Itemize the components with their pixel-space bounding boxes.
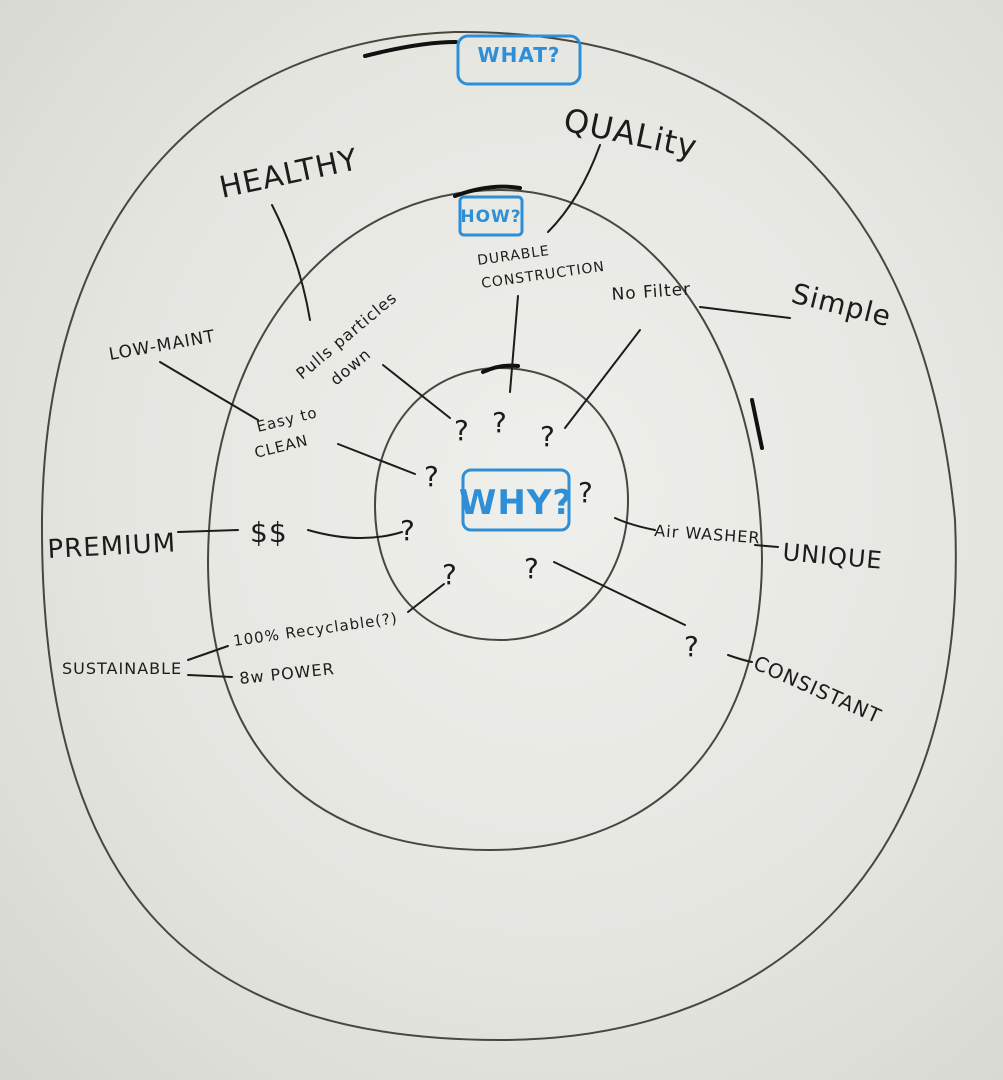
connector-line: [271, 204, 311, 321]
question-mark: ?: [454, 414, 470, 447]
how-box: [458, 195, 524, 237]
connector-line: [337, 443, 416, 475]
question-mark: ?: [424, 460, 440, 493]
durable-label-line1: DURABLE: [476, 243, 551, 269]
connector-line: [159, 361, 259, 421]
no-filter-label: No Filter: [611, 279, 692, 305]
middle-ring-how: [206, 188, 764, 852]
sustainable-label: SUSTAINABLE: [62, 659, 182, 678]
connector-line: [564, 329, 641, 429]
inner-ring-why: [373, 366, 630, 642]
recyclable-label: 100% Recyclable(?): [232, 609, 399, 650]
connector-line: [754, 544, 779, 548]
question-mark: ?: [442, 558, 458, 591]
how-label: HOW?: [460, 207, 521, 227]
ring-marker-stroke: [453, 184, 522, 198]
connector-line: [614, 517, 656, 531]
connector-line: [553, 561, 686, 626]
easy-label-line1: Easy to: [255, 403, 320, 436]
low-maint-label: LOW-MAINT: [107, 326, 217, 364]
connector-line: [177, 529, 239, 533]
connector-line: [699, 306, 791, 319]
connector-line: [187, 674, 233, 678]
question-mark: ?: [400, 514, 416, 547]
simple-label: Simple: [788, 277, 895, 334]
why-box: [461, 468, 571, 532]
consistant-label: CONSISTANT: [750, 651, 885, 729]
question-mark: ?: [492, 406, 508, 439]
why-label: WHY?: [459, 483, 573, 523]
connector-line: [307, 529, 403, 539]
outer-ring-what: [40, 30, 957, 1042]
premium-label: PREMIUM: [47, 528, 177, 565]
ring-marker-stroke: [363, 40, 458, 58]
quality-label: QUALity: [560, 101, 701, 166]
question-mark: ?: [578, 476, 594, 509]
connector-line: [727, 654, 753, 663]
question-mark: ?: [540, 420, 556, 453]
air-washer-label: Air WASHER: [654, 521, 761, 547]
power-label: 8w POWER: [238, 659, 335, 688]
easy-label-line2: CLEAN: [253, 431, 311, 462]
question-mark: ?: [524, 552, 540, 585]
healthy-label: HEALTHY: [216, 142, 361, 206]
connector-line: [407, 583, 445, 613]
connector-line: [187, 645, 229, 661]
what-label: WHAT?: [478, 43, 561, 67]
what-box: [456, 34, 582, 86]
ring-marker-stroke: [750, 398, 764, 450]
question-mark: ?: [684, 630, 700, 663]
connector-line: [547, 144, 601, 233]
connector-line: [382, 364, 451, 419]
connector-line: [509, 295, 519, 393]
ring-marker-stroke: [481, 363, 520, 374]
money-label: $$: [250, 516, 288, 549]
unique-label: UNIQUE: [781, 538, 883, 575]
